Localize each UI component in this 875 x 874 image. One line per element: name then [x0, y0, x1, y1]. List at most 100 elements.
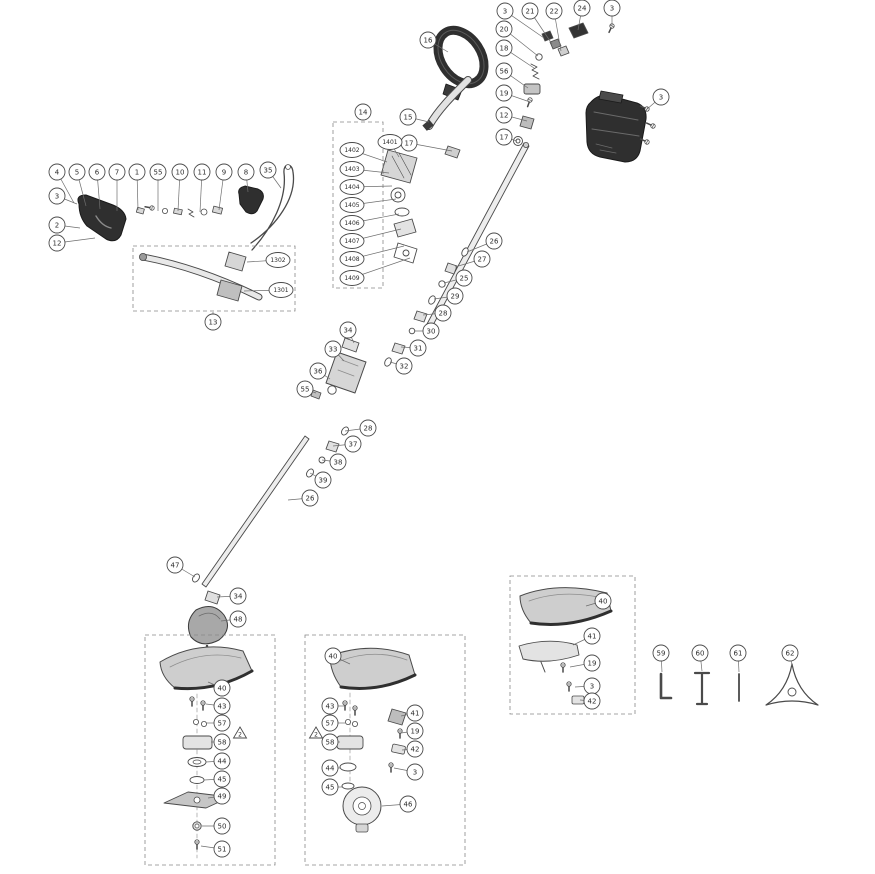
callout-number: 1404 — [344, 184, 359, 191]
callout-balloon-1402: 1402 — [339, 142, 365, 158]
callout-balloon-62: 62 — [781, 644, 799, 662]
callout-number: 1408 — [344, 256, 359, 263]
warning-triangle: 2 — [308, 726, 324, 739]
powerhead-housing — [585, 90, 657, 163]
callout-balloon-7: 7 — [108, 163, 126, 181]
screw-icon — [560, 662, 566, 673]
callout-balloon-18: 18 — [495, 39, 513, 57]
group-box-front-grip-group-13 — [132, 245, 296, 312]
callout-number: 3 — [413, 769, 417, 777]
callout-balloon-35: 35 — [259, 161, 277, 179]
callout-balloon-57: 57 — [213, 714, 231, 732]
callout-number: 1407 — [344, 238, 359, 245]
callout-balloon-17: 17 — [400, 134, 418, 152]
callout-number: 26 — [490, 238, 499, 246]
callout-number: 4 — [55, 169, 60, 177]
callout-balloon-26: 26 — [485, 232, 503, 250]
callout-balloon-32: 32 — [395, 357, 413, 375]
callout-balloon-28: 28 — [434, 304, 452, 322]
screw-icon — [644, 120, 657, 130]
callout-number: 1402 — [344, 147, 359, 154]
spring-icon — [530, 63, 540, 80]
callout-balloon-20: 20 — [495, 20, 513, 38]
rear-handle-assembly — [77, 164, 295, 251]
callout-balloon-43: 43 — [213, 697, 231, 715]
callout-balloon-3: 3 — [496, 2, 514, 20]
callout-number: 1 — [135, 169, 139, 177]
callout-number: 40 — [329, 653, 338, 661]
callout-balloon-58: 58 — [321, 733, 339, 751]
callout-number: 47 — [171, 562, 180, 570]
hex-key-icon — [659, 672, 673, 700]
callout-balloon-41: 41 — [583, 627, 601, 645]
callout-number: 36 — [314, 368, 323, 376]
callout-number: 1403 — [344, 166, 359, 173]
callout-number: 25 — [460, 275, 469, 283]
callout-number: 22 — [550, 8, 559, 16]
group-box-trimmer-guard-group — [304, 634, 466, 866]
callout-balloon-61: 61 — [729, 644, 747, 662]
callout-number: 43 — [218, 703, 227, 711]
callout-number: 45 — [326, 784, 335, 792]
callout-balloon-28: 28 — [359, 419, 377, 437]
callout-number: 16 — [424, 37, 433, 45]
callout-number: 29 — [451, 293, 460, 301]
callout-balloon-3: 3 — [603, 0, 621, 17]
callout-balloon-40: 40 — [213, 679, 231, 697]
callout-balloon-40: 40 — [594, 592, 612, 610]
callout-balloon-4: 4 — [48, 163, 66, 181]
callout-number: 1409 — [344, 275, 359, 282]
callout-balloon-50: 50 — [213, 817, 231, 835]
callout-balloon-24: 24 — [573, 0, 591, 17]
callout-balloon-15: 15 — [399, 108, 417, 126]
wrench-icon — [693, 671, 711, 706]
trimmer-guard-assembly — [329, 647, 417, 833]
callout-number: 46 — [404, 801, 413, 809]
callout-number: 20 — [500, 26, 509, 34]
svg-text:2: 2 — [238, 732, 242, 739]
callout-balloon-16: 16 — [419, 31, 437, 49]
callout-balloon-17: 17 — [495, 128, 513, 146]
callout-balloon-14: 14 — [354, 103, 372, 121]
front-grip-assembly — [138, 251, 263, 302]
callout-number: 14 — [359, 109, 368, 117]
callout-balloon-38: 38 — [329, 453, 347, 471]
callout-number: 3 — [659, 94, 663, 102]
callout-number: 59 — [657, 650, 666, 658]
callout-number: 12 — [500, 112, 509, 120]
callout-number: 41 — [588, 633, 597, 641]
callout-number: 42 — [411, 746, 420, 754]
callout-number: 33 — [329, 346, 338, 354]
callout-balloon-11: 11 — [193, 163, 211, 181]
callout-number: 10 — [176, 169, 185, 177]
callout-number: 8 — [244, 169, 248, 177]
callout-balloon-49: 49 — [213, 787, 231, 805]
callout-number: 50 — [218, 823, 227, 831]
callout-number: 55 — [301, 386, 310, 394]
callout-balloon-13: 13 — [204, 313, 222, 331]
callout-number: 32 — [400, 363, 409, 371]
callout-number: 61 — [734, 650, 743, 658]
callout-number: 38 — [334, 459, 343, 467]
callout-number: 6 — [95, 169, 100, 177]
bolt-icon — [200, 700, 206, 711]
callout-balloon-55: 55 — [149, 163, 167, 181]
callout-balloon-56: 56 — [495, 62, 513, 80]
screw-icon — [524, 96, 534, 109]
callout-number: 28 — [364, 425, 373, 433]
callout-balloon-59: 59 — [652, 644, 670, 662]
callout-number: 34 — [234, 593, 243, 601]
callout-balloon-43: 43 — [321, 697, 339, 715]
callout-number: 39 — [319, 477, 328, 485]
callout-balloon-55: 55 — [296, 380, 314, 398]
callout-number: 37 — [349, 441, 358, 449]
warning-triangle: 2 — [232, 726, 248, 739]
drive-head-parts — [380, 149, 418, 264]
callout-balloon-2: 2 — [48, 216, 66, 234]
line-cutter-blade — [387, 708, 407, 726]
spring-icon — [187, 208, 195, 218]
callout-number: 1302 — [270, 257, 285, 264]
callout-balloon-57: 57 — [321, 714, 339, 732]
callout-number: 15 — [404, 114, 413, 122]
callout-number: 40 — [599, 598, 608, 606]
